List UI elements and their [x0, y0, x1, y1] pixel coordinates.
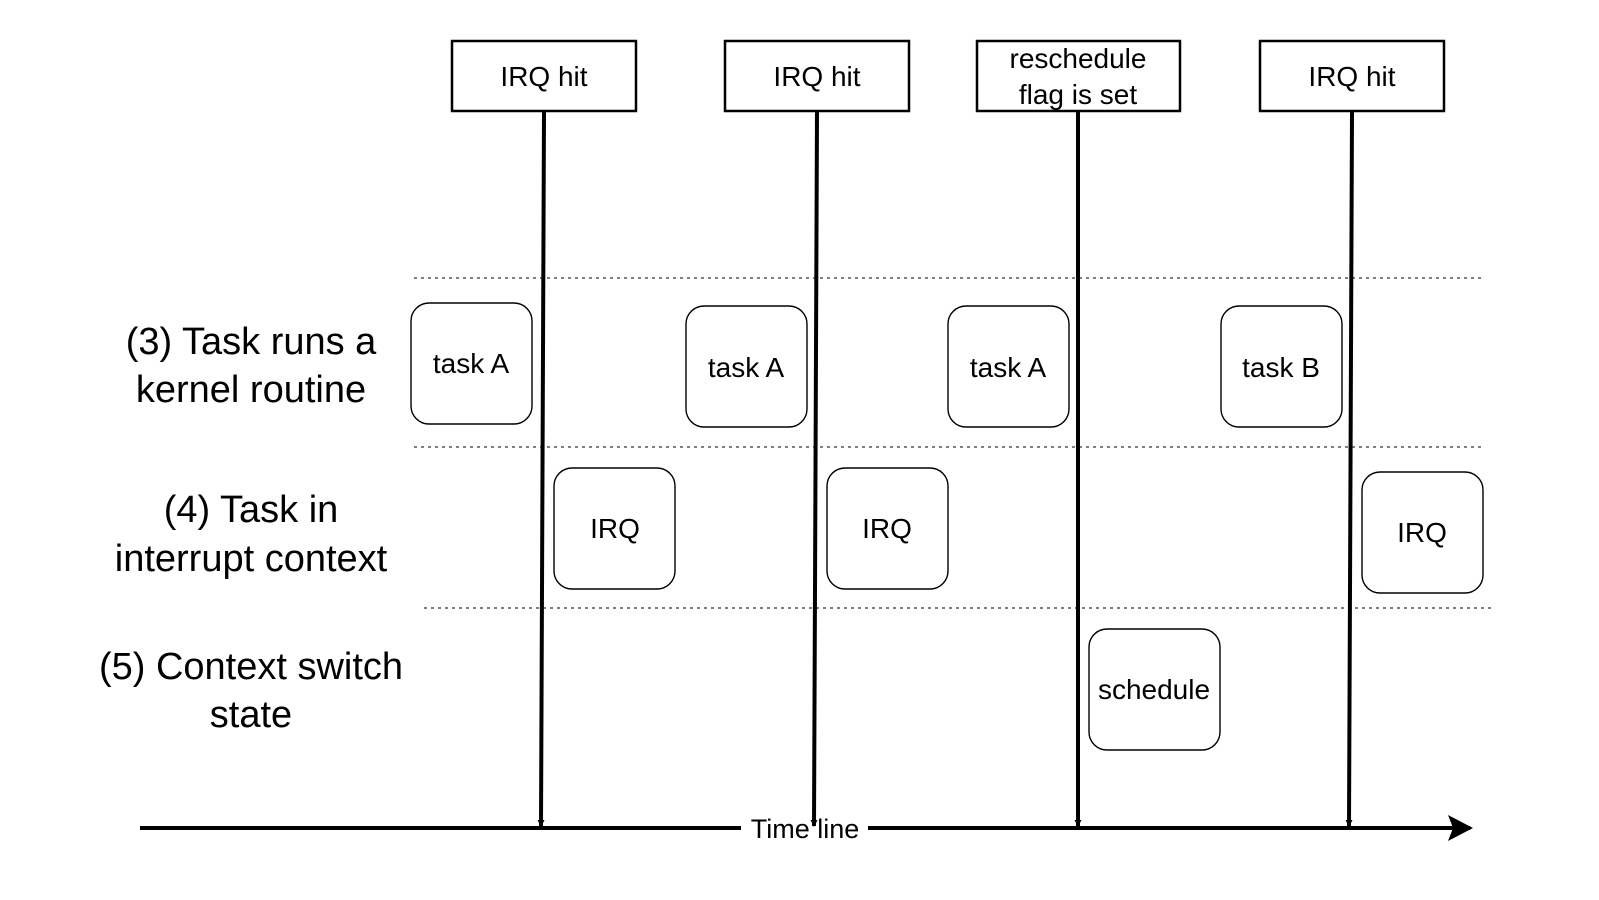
event-label: IRQ hit — [1308, 61, 1395, 92]
timeline-label-background — [741, 812, 868, 844]
block-box — [410, 302, 533, 425]
event-box — [975, 39, 1182, 113]
block-box — [1361, 471, 1484, 594]
block-label: IRQ — [590, 513, 640, 544]
lane-label-task-kernel-routine: (3) Task runs a kernel routine — [126, 321, 377, 411]
event-irq-hit-2: IRQ hit — [723, 39, 911, 113]
block-label: schedule — [1098, 674, 1210, 705]
lane-label-line-1: (5) Context switch — [99, 646, 403, 688]
block-task-a-3: task A — [947, 305, 1070, 428]
block-irq-1: IRQ — [553, 467, 676, 590]
block-label: task A — [433, 348, 510, 379]
block-label: IRQ — [862, 513, 912, 544]
block-label: task A — [708, 352, 785, 383]
event-label-line-1: reschedule — [1010, 43, 1147, 74]
timeline-arrowhead — [1448, 815, 1473, 841]
block-box — [685, 305, 808, 428]
lane-label-line-2: kernel routine — [136, 369, 366, 411]
event-box — [450, 39, 638, 113]
event-label: IRQ hit — [500, 61, 587, 92]
lane-label-line-1: (4) Task in — [164, 489, 339, 531]
event-irq-hit-3: IRQ hit — [1258, 39, 1446, 113]
block-box — [1088, 628, 1221, 751]
block-box — [553, 467, 676, 590]
event-arrow-2 — [810, 111, 819, 828]
lane-label-interrupt-context: (4) Task in interrupt context — [115, 489, 388, 580]
block-label: IRQ — [1397, 517, 1447, 548]
event-reschedule-flag: reschedule flag is set — [975, 39, 1182, 113]
block-task-b: task B — [1220, 305, 1343, 428]
event-irq-hit-1: IRQ hit — [450, 39, 638, 113]
event-arrow-1 — [537, 111, 546, 828]
event-box — [723, 39, 911, 113]
block-irq-2: IRQ — [826, 467, 949, 590]
event-arrow-4 — [1345, 111, 1354, 828]
block-box — [1220, 305, 1343, 428]
block-irq-3: IRQ — [1361, 471, 1484, 594]
lane-label-line-1: (3) Task runs a — [126, 321, 377, 363]
event-label: IRQ hit — [773, 61, 860, 92]
block-box — [826, 467, 949, 590]
block-schedule: schedule — [1088, 628, 1221, 751]
lane-label-line-2: state — [210, 694, 292, 736]
block-label: task A — [970, 352, 1047, 383]
lane-label-context-switch: (5) Context switch state — [99, 646, 403, 736]
block-task-a-1: task A — [410, 302, 533, 425]
block-label: task B — [1242, 352, 1320, 383]
event-box — [1258, 39, 1446, 113]
lane-label-line-2: interrupt context — [115, 538, 388, 580]
event-label-line-2: flag is set — [1019, 79, 1137, 110]
block-task-a-2: task A — [685, 305, 808, 428]
timeline-label: Time line — [751, 814, 860, 844]
block-box — [947, 305, 1070, 428]
